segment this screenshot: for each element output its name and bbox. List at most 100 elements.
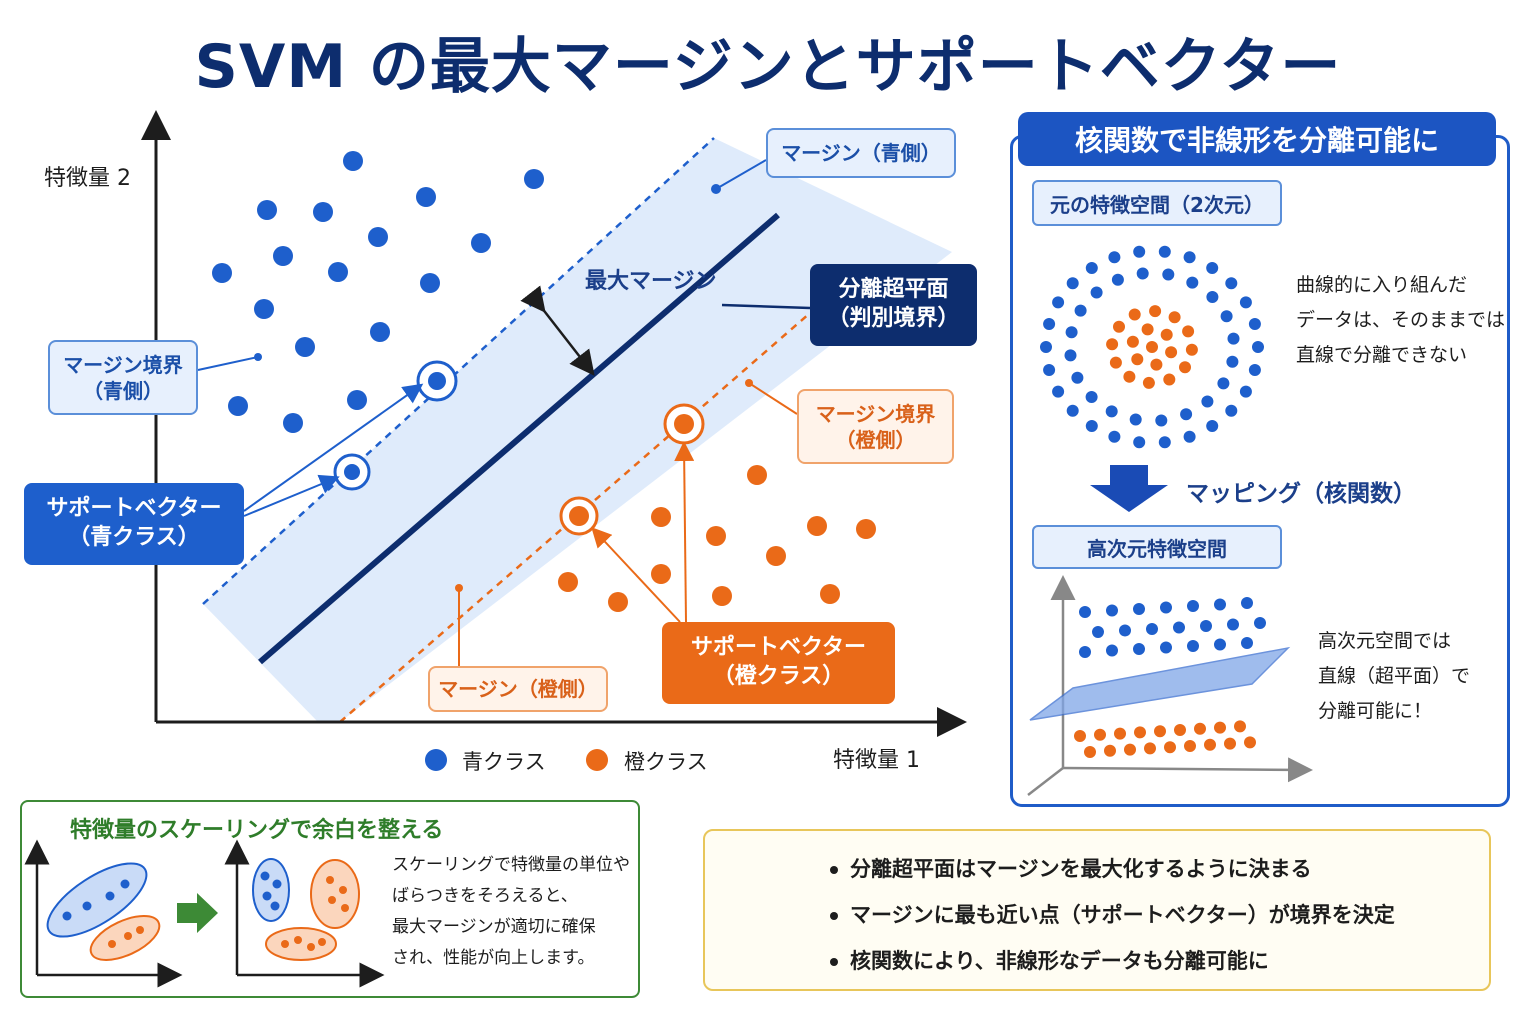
data-point xyxy=(1149,305,1162,318)
data-point xyxy=(1187,640,1199,652)
data-point xyxy=(1106,338,1119,351)
data-point xyxy=(1254,617,1266,629)
hyperplane-label: 分離超平面 （判別境界） xyxy=(810,264,977,346)
pointer-sv-orange-1 xyxy=(674,441,695,623)
data-point xyxy=(1220,310,1233,323)
pointer-hyperplane xyxy=(721,303,811,310)
mapping-label: マッピング（核関数） xyxy=(1186,481,1416,507)
pointer-boundary-blue xyxy=(197,356,259,371)
inner-cluster-orange-points xyxy=(1106,305,1198,389)
data-point xyxy=(1241,637,1253,649)
data-point xyxy=(1142,376,1155,389)
pointer-sv-blue-1 xyxy=(243,383,424,512)
data-point xyxy=(1090,286,1103,299)
data-point xyxy=(1113,320,1125,333)
data-point xyxy=(1141,323,1154,336)
scaling-before-chart xyxy=(24,839,183,988)
data-point xyxy=(1071,371,1084,384)
tip-item-2: マージンに最も近い点（サポートベクター）が境界を決定 xyxy=(830,899,1395,929)
data-point xyxy=(1206,291,1219,303)
data-point xyxy=(1150,358,1163,371)
data-point xyxy=(1124,743,1136,756)
data-point xyxy=(1234,720,1246,733)
data-point xyxy=(1043,318,1056,330)
data-point xyxy=(1040,341,1052,353)
data-point xyxy=(1186,276,1199,289)
margin-band xyxy=(203,138,952,722)
data-point xyxy=(1144,742,1156,755)
data-point xyxy=(1180,408,1193,421)
max-margin-label: 最大マージン xyxy=(585,269,717,294)
data-point xyxy=(1183,430,1196,443)
scaling-panel-title: 特徴量のスケーリングで余白を整える xyxy=(70,818,444,843)
mapping-arrow-icon xyxy=(1090,465,1168,512)
data-point xyxy=(1155,414,1168,427)
data-point xyxy=(1092,626,1104,638)
data-point xyxy=(1133,436,1146,449)
data-point xyxy=(1239,385,1252,398)
data-point xyxy=(1217,377,1230,390)
data-point xyxy=(1106,644,1118,657)
data-point xyxy=(1174,724,1186,736)
data-point xyxy=(1214,598,1226,611)
pointer-sv-blue-2 xyxy=(243,474,340,517)
legend-orange-label: 橙クラス xyxy=(624,750,708,774)
data-point xyxy=(1074,730,1086,742)
data-point xyxy=(1194,722,1206,735)
support-vector-orange-label: サポートベクター （橙クラス） xyxy=(662,622,895,704)
data-point xyxy=(1126,335,1139,348)
data-point xyxy=(1227,618,1239,631)
data-point xyxy=(1160,601,1172,614)
data-point xyxy=(1248,318,1261,330)
data-point xyxy=(1200,620,1212,632)
data-point xyxy=(1114,727,1126,740)
data-point xyxy=(1160,641,1172,654)
data-point xyxy=(1168,311,1181,324)
original-space-note: 曲線的に入り組んだ データは、そのままでは 直線で分離できない xyxy=(1296,274,1506,366)
data-point xyxy=(1134,726,1146,739)
data-point xyxy=(1108,430,1121,443)
tip-item-1: 分離超平面はマージンを最大化するように決まる xyxy=(830,853,1312,883)
data-point xyxy=(1206,420,1219,432)
data-point xyxy=(1163,373,1176,386)
margin-width-arrow xyxy=(520,285,595,376)
margin-blue-label: マージン（青側） xyxy=(766,128,956,178)
support-vector-blue-2 xyxy=(333,453,371,491)
data-point xyxy=(1129,413,1142,426)
data-point xyxy=(1160,328,1173,341)
data-point xyxy=(1108,251,1121,264)
data-point xyxy=(1182,325,1195,338)
margin-orange-label: マージン（橙側） xyxy=(428,666,608,712)
data-point xyxy=(1085,391,1098,403)
data-point xyxy=(1123,370,1136,383)
scaling-arrow-icon xyxy=(177,893,218,933)
data-point xyxy=(1128,308,1141,321)
data-point xyxy=(1066,404,1079,417)
data-point xyxy=(1158,436,1171,449)
data-point xyxy=(1074,304,1087,317)
margin-boundary-blue xyxy=(202,137,715,605)
kernel-panel-title: 核関数で非線形を分離可能に xyxy=(1018,112,1496,166)
page-title: SVM の最大マージンとサポートベクター xyxy=(194,32,1342,102)
data-point xyxy=(1206,262,1219,274)
data-point xyxy=(1133,643,1145,655)
3d-hyperplane xyxy=(1029,646,1291,721)
support-vector-orange-2 xyxy=(559,496,599,536)
data-point xyxy=(1133,245,1146,258)
data-point xyxy=(1225,277,1238,290)
data-point xyxy=(1225,404,1238,417)
pointer-margin-blue xyxy=(715,159,767,190)
high-dim-space-label: 高次元特徴空間 xyxy=(1032,525,1282,569)
scaling-panel xyxy=(20,800,640,998)
data-point xyxy=(1094,728,1106,741)
high-dim-note: 高次元空間では 直線（超平面）で 分離可能に！ xyxy=(1318,630,1471,722)
data-point xyxy=(1165,346,1178,359)
data-point xyxy=(1104,744,1116,757)
legend-blue-label: 青クラス xyxy=(462,750,546,774)
data-point xyxy=(1201,395,1214,408)
data-point xyxy=(1079,606,1091,618)
y-axis-label: 特徴量 2 xyxy=(44,166,131,191)
3d-axis-horizontal xyxy=(1062,757,1313,783)
data-point xyxy=(1204,738,1216,751)
